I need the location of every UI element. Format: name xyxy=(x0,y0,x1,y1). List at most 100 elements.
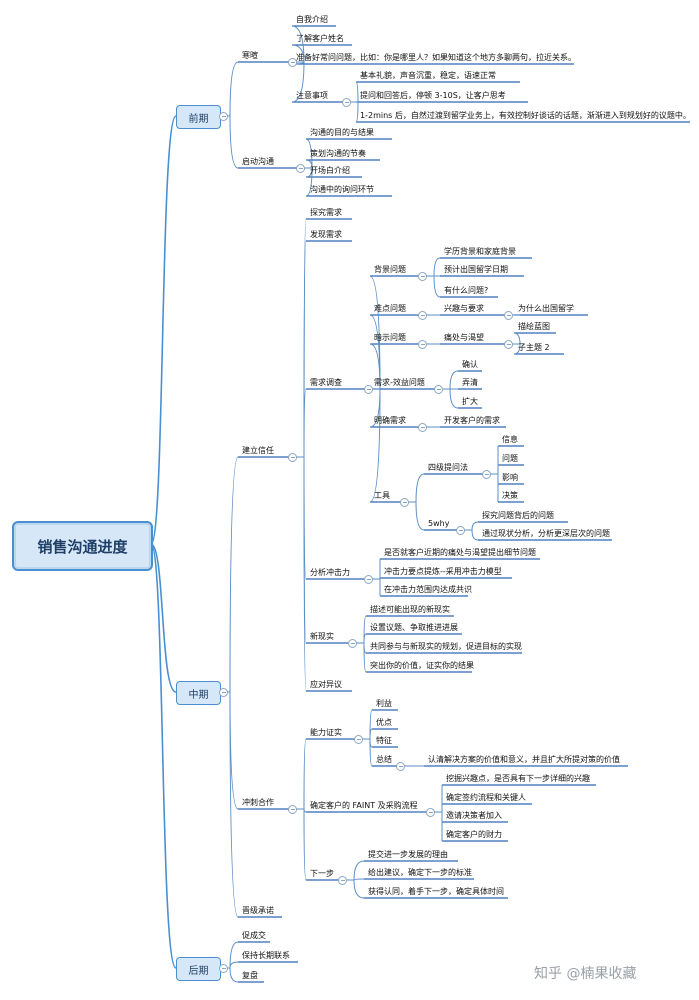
node-im-2[interactable]: 冲击力要点提炼--采用冲击力模型 xyxy=(384,567,502,576)
phase-late[interactable]: 后期 xyxy=(176,957,221,981)
node-nr-3[interactable]: 共同参与与新现实的规划，促进目标的实现 xyxy=(370,642,522,651)
node-ab-1[interactable]: 利益 xyxy=(376,699,392,708)
node-nr-2[interactable]: 设置议题、争取推进进展 xyxy=(370,623,458,632)
node-clear-1[interactable]: 开发客户的需求 xyxy=(444,416,500,425)
node-fl-4[interactable]: 决策 xyxy=(502,491,518,500)
node-sc-3[interactable]: 开场白介绍 xyxy=(310,166,350,175)
node-fa-2[interactable]: 确定签约流程和关键人 xyxy=(446,793,526,802)
collapse-toggle-icon[interactable] xyxy=(364,385,373,394)
node-fa-1[interactable]: 挖掘兴趣点，是否具有下一步详细的兴趣 xyxy=(446,774,590,783)
node-hint-1b[interactable]: 子主题 2 xyxy=(518,343,550,352)
collapse-toggle-icon[interactable] xyxy=(396,762,405,771)
node-objection[interactable]: 应对异议 xyxy=(310,680,342,689)
node-start-comm[interactable]: 启动沟通 xyxy=(242,157,274,166)
node-new-reality[interactable]: 新现实 xyxy=(310,632,334,641)
collapse-toggle-icon[interactable] xyxy=(418,311,427,320)
node-fl-2[interactable]: 问题 xyxy=(502,454,518,463)
node-sc-2[interactable]: 策划沟通的节奏 xyxy=(310,149,366,158)
node-faint[interactable]: 确定客户的 FAINT 及采购流程 xyxy=(310,801,418,810)
node-nb-1[interactable]: 确认 xyxy=(462,360,478,369)
node-nr-4[interactable]: 突出你的价值，证实你的结果 xyxy=(370,661,474,670)
node-long-term[interactable]: 保持长期联系 xyxy=(242,951,290,960)
node-hint-1[interactable]: 痛处与渴望 xyxy=(444,333,484,342)
node-trust[interactable]: 建立信任 xyxy=(242,446,274,455)
collapse-toggle-icon[interactable] xyxy=(456,526,465,535)
node-diff[interactable]: 难点问题 xyxy=(374,304,406,313)
node-notes-3[interactable]: 1-2mins 后，自然过渡到留学业务上，有效控制好谈话的话题，渐渐进入到规划好… xyxy=(360,111,691,120)
collapse-toggle-icon[interactable] xyxy=(288,805,297,814)
node-notes-2[interactable]: 提问和回答后，停顿 3-10S，让客户思考 xyxy=(360,91,506,100)
node-nx-1[interactable]: 提交进一步发展的理由 xyxy=(368,850,448,859)
node-sc-4[interactable]: 沟通中的询问环节 xyxy=(310,185,374,194)
phase-middle[interactable]: 中期 xyxy=(176,681,221,705)
collapse-toggle-icon[interactable] xyxy=(354,735,363,744)
collapse-toggle-icon[interactable] xyxy=(504,340,513,349)
node-hint[interactable]: 暗示问题 xyxy=(374,333,406,342)
node-bg-2[interactable]: 预计出国留学日期 xyxy=(444,265,508,274)
collapse-toggle-icon[interactable] xyxy=(426,808,435,817)
node-tool[interactable]: 工具 xyxy=(374,491,390,500)
node-next[interactable]: 下一步 xyxy=(310,869,334,878)
node-need-benefit[interactable]: 需求-效益问题 xyxy=(374,378,425,387)
node-hanxuan[interactable]: 寒暄 xyxy=(242,51,258,60)
node-notes-1[interactable]: 基本礼貌，声音沉重，稳定，语速正常 xyxy=(360,71,496,80)
node-ab-4a[interactable]: 认清解决方案的价值和意义，并且扩大所提对策的价值 xyxy=(428,755,620,764)
node-four-level[interactable]: 四级提问法 xyxy=(428,463,468,472)
phase-collapse-toggle-icon[interactable] xyxy=(219,112,228,121)
collapse-toggle-icon[interactable] xyxy=(364,575,373,584)
node-ab-3[interactable]: 特征 xyxy=(376,736,392,745)
node-nr-1[interactable]: 描述可能出现的新现实 xyxy=(370,605,450,614)
collapse-toggle-icon[interactable] xyxy=(288,453,297,462)
node-nx-2[interactable]: 给出建议，确定下一步的标准 xyxy=(368,868,472,877)
node-bg[interactable]: 背景问题 xyxy=(374,265,406,274)
node-intro[interactable]: 自我介绍 xyxy=(296,15,328,24)
node-discover[interactable]: 发现需求 xyxy=(310,230,342,239)
node-ab-4[interactable]: 总结 xyxy=(376,755,392,764)
node-sprint[interactable]: 冲刺合作 xyxy=(242,798,274,807)
node-impact[interactable]: 分析冲击力 xyxy=(310,568,350,577)
node-fw-2[interactable]: 通过现状分析，分析更深层次的问题 xyxy=(482,529,610,538)
collapse-toggle-icon[interactable] xyxy=(418,272,427,281)
collapse-toggle-icon[interactable] xyxy=(296,164,305,173)
collapse-toggle-icon[interactable] xyxy=(504,311,513,320)
node-fw-1[interactable]: 探究问题背后的问题 xyxy=(482,511,554,520)
node-notes[interactable]: 注意事项 xyxy=(296,91,328,100)
node-diff-1a[interactable]: 为什么出国留学 xyxy=(518,304,574,313)
phase-collapse-toggle-icon[interactable] xyxy=(219,688,228,697)
node-ab-2[interactable]: 优点 xyxy=(376,718,392,727)
phase-early[interactable]: 前期 xyxy=(176,105,221,129)
collapse-toggle-icon[interactable] xyxy=(338,876,347,885)
node-bg-3[interactable]: 有什么问题? xyxy=(444,286,489,295)
node-im-3[interactable]: 在冲击力范围内达成共识 xyxy=(384,585,472,594)
node-ability[interactable]: 能力证实 xyxy=(310,728,342,737)
node-upgrade[interactable]: 晋级承诺 xyxy=(242,906,274,915)
node-prepare-q[interactable]: 准备好常问问题，比如：你是哪里人？如果知道这个地方多聊两句，拉近关系。 xyxy=(296,53,576,62)
node-fl-3[interactable]: 影响 xyxy=(502,473,518,482)
node-nx-3[interactable]: 获得认同，着手下一步，确定具体时间 xyxy=(368,887,504,896)
node-nb-2[interactable]: 弄清 xyxy=(462,378,478,387)
node-nb-3[interactable]: 扩大 xyxy=(462,397,478,406)
root-node[interactable]: 销售沟通进度 xyxy=(12,521,153,571)
node-diff-1[interactable]: 兴趣与要求 xyxy=(444,304,484,313)
node-bg-1[interactable]: 学历背景和家庭背景 xyxy=(444,247,516,256)
phase-collapse-toggle-icon[interactable] xyxy=(219,964,228,973)
collapse-toggle-icon[interactable] xyxy=(288,58,297,67)
node-hint-1a[interactable]: 描绘蓝图 xyxy=(518,322,550,331)
node-explore[interactable]: 探究需求 xyxy=(310,208,342,217)
node-clear[interactable]: 明确需求 xyxy=(374,416,406,425)
node-close[interactable]: 促成交 xyxy=(242,931,266,940)
node-im-1[interactable]: 是否就客户近期的痛处与渴望提出细节问题 xyxy=(384,548,536,557)
node-fa-4[interactable]: 确定客户的财力 xyxy=(446,830,502,839)
node-review[interactable]: 复盘 xyxy=(242,971,258,980)
collapse-toggle-icon[interactable] xyxy=(434,385,443,394)
node-survey[interactable]: 需求调查 xyxy=(310,378,342,387)
collapse-toggle-icon[interactable] xyxy=(348,639,357,648)
collapse-toggle-icon[interactable] xyxy=(400,498,409,507)
node-know-name[interactable]: 了解客户姓名 xyxy=(296,34,344,43)
collapse-toggle-icon[interactable] xyxy=(482,470,491,479)
node-fl-1[interactable]: 信息 xyxy=(502,435,518,444)
node-fa-3[interactable]: 邀请决策者加入 xyxy=(446,811,502,820)
collapse-toggle-icon[interactable] xyxy=(342,98,351,107)
node-fivewhy[interactable]: 5why xyxy=(428,519,450,528)
collapse-toggle-icon[interactable] xyxy=(418,423,427,432)
